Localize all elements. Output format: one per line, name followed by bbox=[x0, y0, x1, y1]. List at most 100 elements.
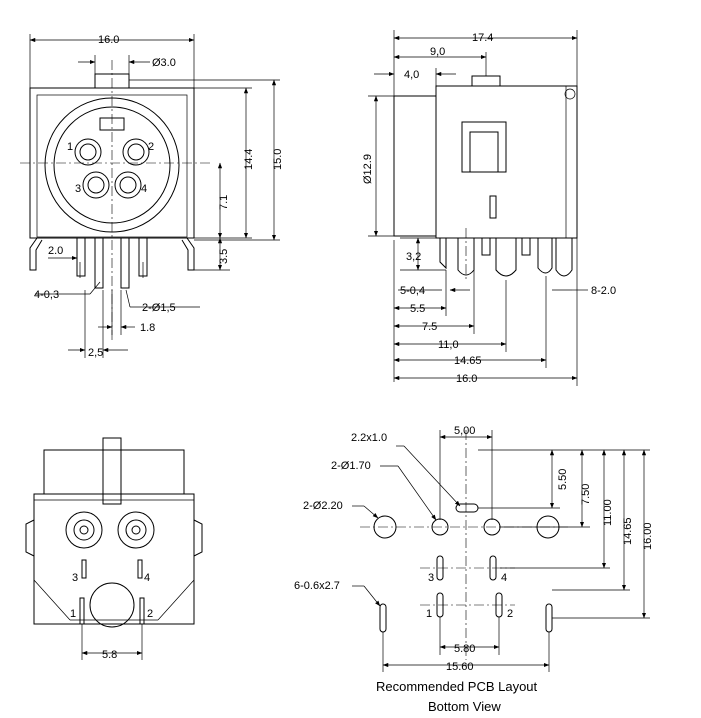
dim-front-lead-count: 4-0,3 bbox=[34, 289, 59, 301]
side-leg-3 bbox=[481, 238, 491, 256]
dim-pcb-550: 5.50 bbox=[557, 469, 569, 490]
back-hole-left-mid bbox=[73, 519, 95, 541]
dim-front-center-height: 7.1 bbox=[218, 195, 230, 210]
front-lead-2 bbox=[94, 237, 104, 289]
dim-side-5x: 5-0,4 bbox=[400, 285, 425, 297]
pcb-slot-3 bbox=[436, 555, 444, 581]
dim-pcb-1100: 11.00 bbox=[602, 499, 614, 526]
dim-side-depth: 17.4 bbox=[472, 32, 493, 44]
pcb-pin-label-4: 4 bbox=[501, 572, 507, 584]
side-leg-6 bbox=[537, 238, 553, 274]
dim-side-1465: 14.65 bbox=[454, 355, 482, 367]
dim-pcb-hole-220: 2-Ø2.20 bbox=[303, 500, 343, 512]
dim-front-pin-spacing: 2.0 bbox=[48, 245, 63, 257]
dim-pcb-750: 7.50 bbox=[580, 484, 592, 505]
dim-side-75: 7.5 bbox=[422, 321, 437, 333]
side-leg-7 bbox=[555, 238, 573, 277]
dim-front-height-total: 15.0 bbox=[272, 149, 284, 170]
dim-front-pin-dia: Ø3.0 bbox=[152, 57, 176, 69]
front-pin-1-inner bbox=[79, 143, 97, 161]
back-hole-right-outer bbox=[117, 511, 155, 549]
dim-front-width: 16.0 bbox=[98, 34, 119, 46]
pcb-pin-label-3: 3 bbox=[428, 572, 434, 584]
dim-side-11: 11,0 bbox=[438, 339, 459, 351]
front-pin-label-2: 2 bbox=[148, 141, 154, 153]
back-pin-4 bbox=[137, 559, 143, 579]
side-body bbox=[435, 85, 578, 239]
front-pin-3-outer bbox=[82, 171, 110, 199]
dim-front-pin-length: 3.5 bbox=[218, 249, 230, 264]
front-lead-1 bbox=[76, 237, 86, 277]
pcb-caption-title: Recommended PCB Layout bbox=[376, 679, 538, 694]
back-clip-right bbox=[193, 519, 203, 557]
front-pin-label-1: 1 bbox=[67, 141, 73, 153]
front-left-clip bbox=[29, 237, 43, 271]
dim-front-height-body: 14.4 bbox=[243, 149, 255, 170]
dim-side-16: 16.0 bbox=[456, 373, 477, 385]
front-lead-3 bbox=[120, 237, 130, 289]
dim-pcb-1560: 15.60 bbox=[446, 661, 474, 673]
dim-front-peg-dist: 1.8 bbox=[140, 322, 155, 334]
side-latch-slot bbox=[489, 195, 497, 219]
front-pin-label-4: 4 bbox=[141, 183, 147, 195]
dim-side-55: 5.5 bbox=[410, 303, 425, 315]
front-pin-2-outer bbox=[122, 138, 150, 166]
pcb-slot-outer-right bbox=[545, 603, 553, 633]
pcb-pin-label-2: 2 bbox=[507, 608, 513, 620]
dim-back-spacing: 5.8 bbox=[102, 649, 117, 661]
dim-pcb-1465: 14.65 bbox=[622, 517, 634, 545]
dim-pcb-hole-170: 2-Ø1.70 bbox=[331, 460, 371, 472]
side-leg-1 bbox=[439, 238, 447, 270]
pcb-layout: 3 4 1 2 5,00 2.2x1.0 2-Ø1.70 2-Ø2.20 6-0… bbox=[294, 425, 654, 714]
dim-side-8x: 8-2.0 bbox=[591, 285, 616, 297]
side-leg-4 bbox=[495, 238, 517, 277]
back-top-tab bbox=[102, 437, 122, 505]
front-pin-2-inner bbox=[127, 143, 145, 161]
side-corner-mark bbox=[564, 88, 576, 100]
side-barrel bbox=[393, 95, 437, 237]
side-leg-5 bbox=[521, 238, 531, 256]
front-pin-3-inner bbox=[87, 176, 105, 194]
back-top-block bbox=[43, 449, 185, 495]
front-pin-4-inner bbox=[119, 176, 137, 194]
back-pin-label-2: 2 bbox=[147, 608, 153, 620]
pcb-caption-view: Bottom View bbox=[428, 699, 501, 714]
pcb-slot-4 bbox=[489, 555, 497, 581]
back-view: 3 4 1 2 5.8 bbox=[25, 437, 203, 661]
front-pin-4-outer bbox=[114, 171, 142, 199]
back-clip-left bbox=[25, 519, 35, 557]
back-bevel-right bbox=[157, 579, 195, 621]
back-hole-left-outer bbox=[65, 511, 103, 549]
dim-pcb-slot-multi: 6-0.6x2.7 bbox=[294, 580, 340, 592]
back-pin-label-3: 3 bbox=[72, 572, 78, 584]
back-pin-label-4: 4 bbox=[144, 572, 150, 584]
side-top-tab bbox=[471, 75, 501, 87]
back-pin-label-1: 1 bbox=[70, 608, 76, 620]
back-hole-right-mid bbox=[125, 519, 147, 541]
dim-side-dia: Ø12.9 bbox=[362, 154, 374, 184]
back-hole-left-inner bbox=[79, 525, 89, 535]
dim-side-4: 4,0 bbox=[404, 69, 419, 81]
back-body bbox=[33, 493, 195, 625]
back-hole-right-inner bbox=[131, 525, 141, 535]
front-right-clip bbox=[181, 237, 195, 271]
dim-side-32: 3,2 bbox=[406, 251, 421, 263]
dim-pcb-500: 5,00 bbox=[454, 425, 475, 437]
front-pin-1-outer bbox=[74, 138, 102, 166]
side-latch-outer bbox=[461, 121, 507, 173]
dim-front-lead-pitch: 2,5 bbox=[88, 347, 103, 359]
dim-pcb-580: 5.80 bbox=[454, 643, 475, 655]
side-view: 17.4 9,0 4,0 Ø12.9 3,2 5-0,4 5.5 7.5 bbox=[362, 30, 616, 386]
front-pin-label-3: 3 bbox=[75, 183, 81, 195]
back-pin-3 bbox=[81, 559, 87, 579]
pcb-pin-label-1: 1 bbox=[426, 608, 432, 620]
dim-front-peg-dia: 2-Ø1,5 bbox=[142, 302, 176, 314]
back-center-circle bbox=[89, 582, 135, 628]
pcb-hole-220-left bbox=[373, 515, 397, 539]
front-view: 1 2 3 4 16.0 Ø3.0 14.4 15.0 bbox=[20, 34, 284, 359]
side-latch-inner bbox=[469, 131, 499, 173]
dim-pcb-slot-size: 2.2x1.0 bbox=[351, 432, 387, 444]
dim-pcb-1600: 16.00 bbox=[642, 522, 654, 550]
dim-side-9: 9,0 bbox=[430, 46, 445, 58]
